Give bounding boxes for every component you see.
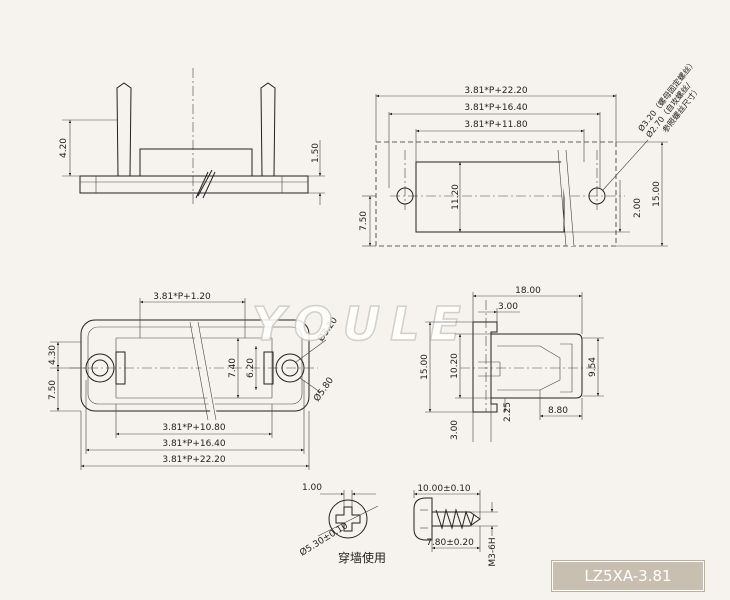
watermark: YOULE [252,297,471,351]
dim-len-1: 3.81*P+10.80 [162,423,226,433]
dim-window-width: 3.81*P+11.80 [464,120,528,130]
left-pin [116,82,132,177]
dim-edge-offset: 2.00 [633,198,643,218]
dim-panel-overall: 3.81*P+22.20 [464,86,528,96]
window-cutout [415,161,565,233]
dim-lower-b: 2.25 [503,402,513,422]
right-mount-hole [588,187,606,205]
end-view: 18.00 3.00 15.00 10.20 9.54 3.00 2.25 8.… [420,286,604,442]
fork-body [491,333,583,399]
dim-inner-a: 7.40 [228,358,238,378]
dim-hole-pitch: 3.81*P+16.40 [464,103,528,113]
dim-panel-height-left: 7.50 [359,211,369,231]
left-mount-hole [396,187,414,205]
screw-head-profile [413,497,433,541]
top-view: 3.81*P+1.20 Ø3.20 Ø5.80 4.30 7.50 7.40 6… [48,292,340,470]
right-pin [260,82,276,177]
dim-inner-b: 6.20 [246,358,256,378]
center-block [139,148,253,177]
screw-head-outline [328,499,368,539]
hole-notes: Ø3.20（螺母固定螺丝） Ø2.70（自攻螺丝/ 参照螺丝尺寸） [636,58,703,140]
panel-outline [375,141,617,247]
screw-head-view: 1.00 Ø5.30±0.10 穿墙使用 [298,483,386,565]
dim-end-height: 15.00 [420,354,430,380]
model-label-badge: LZ5XA-3.81 [551,560,705,592]
dim-slot-width: 1.00 [302,483,322,493]
phillips-cross [335,506,361,532]
panel-cutout-view: 3.81*P+22.20 3.81*P+16.40 3.81*P+11.80 1… [359,58,703,247]
dim-right-height: 9.54 [588,357,598,377]
screw-thread [435,508,475,530]
screw-shank [431,511,481,527]
base-plate [79,175,309,194]
dim-len-3: 3.81*P+22.20 [162,455,226,465]
dim-screw-length: 10.00±0.10 [417,484,471,494]
dim-pin-height: 4.20 [59,138,69,158]
dim-lower-c: 8.80 [548,406,568,416]
dim-panel-height-right: 15.00 [652,181,662,207]
dim-screw-body: 7.80±0.20 [426,538,474,548]
dim-len-2: 3.81*P+16.40 [162,439,226,449]
dim-top-length: 3.81*P+1.20 [153,292,211,302]
dim-thread-spec: M3-6H [488,537,498,566]
body-outline [80,319,310,412]
dim-end-length: 18.00 [515,286,541,296]
dim-boss-dia: Ø5.80 [311,375,336,404]
dim-height-b: 7.50 [48,380,58,400]
dim-lower-a: 3.00 [450,420,460,440]
dim-mid-height: 10.20 [450,353,460,379]
dim-window-height: 11.20 [451,184,461,210]
screw-side-view: 10.00±0.10 7.80±0.20 M3-6H [413,484,498,567]
side-view: 4.20 1.50 [59,68,325,205]
dim-flange: 3.00 [498,302,518,312]
dim-height-a: 4.30 [48,345,58,365]
screw-caption: 穿墙使用 [338,550,386,565]
dim-plate-thickness: 1.50 [311,143,321,163]
